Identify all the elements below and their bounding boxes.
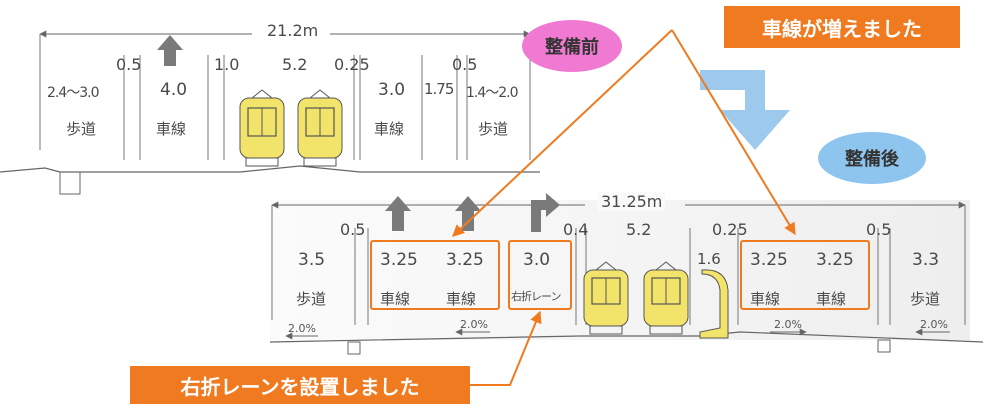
- before-sidewalk-right-label: 歩道: [478, 120, 509, 138]
- right-turn-lane-box: [508, 240, 572, 310]
- after-lane1-label: 車線: [380, 290, 411, 308]
- before-background: [40, 30, 540, 172]
- before-median-width: 1.75: [424, 80, 454, 98]
- after-lane1-arrow-icon: [385, 196, 411, 231]
- new-lanes-box-right: [740, 240, 870, 310]
- before-separators: [39, 34, 531, 160]
- after-gap-4: 0.25: [712, 220, 748, 239]
- after-tram-left-icon: [583, 261, 629, 335]
- before-ground-line: [0, 165, 540, 173]
- before-lane-right-label: 車線: [374, 120, 405, 138]
- before-lane-left-width: 4.0: [160, 80, 188, 100]
- before-gap-1: 0.5: [116, 55, 142, 74]
- before-gap-3: 5.2: [282, 55, 308, 74]
- before-total-width: 21.2m: [264, 21, 322, 40]
- after-total-width: 31.25m: [598, 192, 666, 211]
- before-gap-2: 1.0: [214, 55, 240, 74]
- right-turn-arrow-icon: [531, 193, 560, 232]
- right-turn-lane-callout: 右折レーンを設置しました: [130, 366, 470, 404]
- after-gap-5: 0.5: [866, 220, 892, 239]
- after-lane2-label: 車線: [446, 290, 477, 308]
- after-platform-width: 1.6: [697, 250, 721, 268]
- right-turn-lane-label: 右折レーン: [511, 290, 561, 303]
- before-drain-icon: [59, 171, 81, 195]
- after-gap-3: 5.2: [626, 220, 652, 239]
- before-lane-left-label: 車線: [156, 120, 187, 138]
- after-sidewalk-left-label: 歩道: [296, 290, 327, 308]
- slope-label-2: 2.0%: [460, 318, 488, 331]
- after-lane4-label: 車線: [816, 290, 847, 308]
- after-badge: 整備後: [818, 132, 926, 184]
- after-gap-2: 0.4: [563, 220, 589, 239]
- after-lane1-width: 3.25: [380, 250, 418, 270]
- transition-arrow-icon: [700, 70, 790, 150]
- before-gap-4: 0.25: [334, 55, 370, 74]
- before-gap-5: 0.5: [452, 55, 478, 74]
- after-lane3-width: 3.25: [750, 250, 788, 270]
- lanes-added-callout: 車線が増えました: [724, 6, 960, 48]
- after-sidewalk-left-width: 3.5: [298, 250, 326, 270]
- after-sidewalk-right-label: 歩道: [910, 290, 941, 308]
- before-tram-right-icon: [297, 89, 343, 167]
- slope-label-1: 2.0%: [288, 322, 316, 335]
- before-sidewalk-right-width: 1.4～2.0: [466, 85, 519, 101]
- tram-platform-icon: [699, 269, 729, 339]
- after-lane2-width: 3.25: [446, 250, 484, 270]
- after-gap-1: 0.5: [340, 220, 366, 239]
- before-sidewalk-left-width: 2.4～3.0: [47, 85, 100, 101]
- right-turn-lane-width: 3.0: [523, 250, 551, 270]
- after-sidewalk-right-width: 3.3: [912, 250, 940, 270]
- callout-connectors: [452, 29, 796, 386]
- before-lane-right-width: 3.0: [378, 80, 406, 100]
- before-tram-left-icon: [239, 89, 285, 167]
- before-sidewalk-left-label: 歩道: [66, 120, 97, 138]
- before-badge: 整備前: [522, 20, 622, 72]
- before-direction-arrow-icon: [157, 35, 183, 66]
- after-lane4-width: 3.25: [816, 250, 854, 270]
- slope-arrows: [285, 328, 950, 340]
- slope-label-3: 2.0%: [774, 318, 802, 331]
- slope-label-4: 2.0%: [920, 318, 948, 331]
- after-lane2-arrow-icon: [455, 196, 481, 231]
- after-tram-right-icon: [643, 261, 689, 335]
- after-drain-icons: [347, 339, 891, 355]
- new-lanes-box-left: [370, 240, 500, 310]
- after-lane3-label: 車線: [750, 290, 781, 308]
